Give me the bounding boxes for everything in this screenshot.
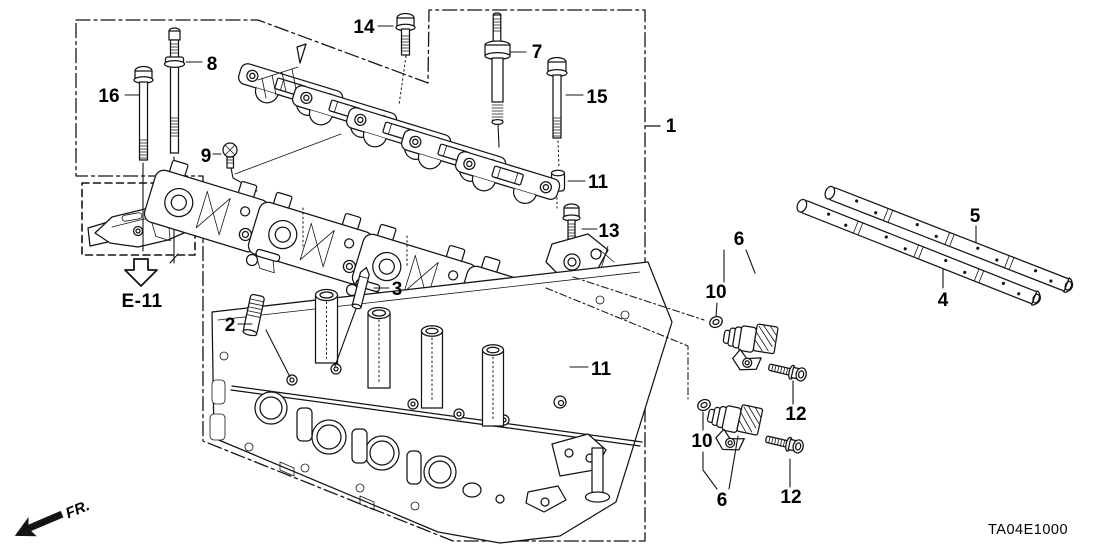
sensor-callout-brackets xyxy=(702,249,794,490)
callout-12a: 12 xyxy=(785,404,806,425)
diagram-code: TA04E1000 xyxy=(988,522,1068,538)
callout-1: 1 xyxy=(666,116,677,137)
part-bolt-12b xyxy=(763,431,806,455)
part-bolt-15 xyxy=(546,56,568,169)
callout-16: 16 xyxy=(98,86,119,107)
callout-8: 8 xyxy=(207,54,218,75)
callout-9: 9 xyxy=(201,146,212,167)
camshaft-holders xyxy=(232,43,562,213)
part-rocker-shaft-4 xyxy=(796,198,1041,306)
callout-13: 13 xyxy=(598,221,619,242)
callout-6a: 6 xyxy=(734,229,745,250)
sensor-leader-1 xyxy=(572,276,705,321)
front-label: FR. xyxy=(63,497,92,522)
callout-4: 4 xyxy=(938,290,949,311)
part-valve-guide-3 xyxy=(334,266,370,367)
callout-14: 14 xyxy=(353,17,375,38)
part-bolt-14 xyxy=(395,12,416,106)
callout-5: 5 xyxy=(970,206,981,227)
callout-11a: 11 xyxy=(588,172,609,193)
front-direction-marker: FR. xyxy=(14,497,92,537)
part-rocker-shaft-5 xyxy=(824,185,1074,293)
callout-15: 15 xyxy=(586,87,608,108)
part-cylinder-head xyxy=(209,261,673,544)
callout-12b: 12 xyxy=(780,487,801,508)
callout-6b: 6 xyxy=(717,490,728,511)
callout-3: 3 xyxy=(392,279,403,300)
callout-label-ticks xyxy=(124,25,598,368)
valve-spring-tubes xyxy=(314,288,505,427)
e11-reference-label: E-11 xyxy=(121,291,162,312)
sensor-leader-2 xyxy=(545,287,689,400)
callout-2: 2 xyxy=(225,315,236,336)
part-bolt-13 xyxy=(562,203,581,258)
callout-7: 7 xyxy=(532,42,543,63)
holder-no1-ribs xyxy=(257,43,307,99)
callout-11b: 11 xyxy=(591,359,612,380)
part-screw-9 xyxy=(222,133,342,192)
part-stud-7 xyxy=(484,12,511,148)
e11-direction-arrow-icon xyxy=(124,258,158,287)
callout-10a: 10 xyxy=(705,282,726,303)
part-bolt-16 xyxy=(133,65,154,252)
part-bolt-12a xyxy=(766,359,809,383)
callout-labels: 1 2 3 4 5 6 6 7 8 9 10 10 11 11 12 12 13… xyxy=(98,17,980,511)
callout-10b: 10 xyxy=(691,431,712,452)
